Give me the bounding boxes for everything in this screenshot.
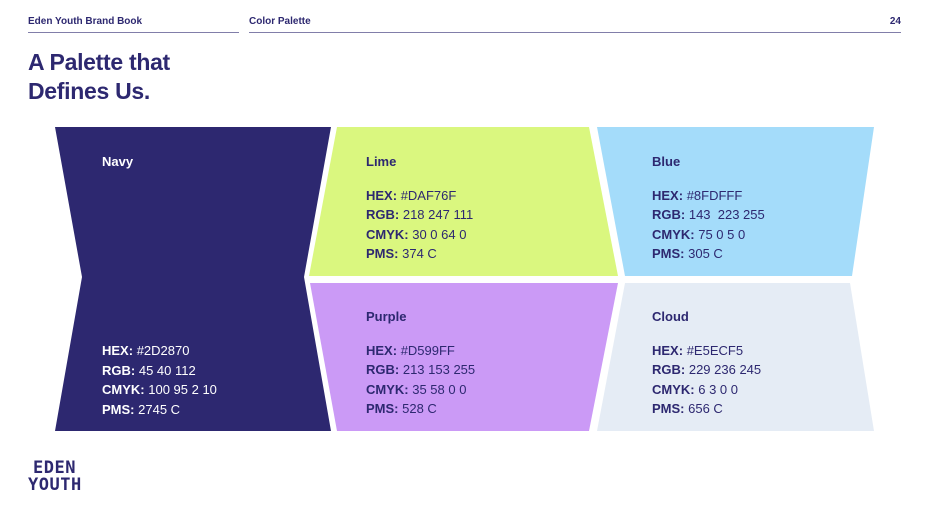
cmyk-row: CMYK: 35 58 0 0 <box>366 381 467 397</box>
logo-line-2: YOUTH <box>28 475 82 495</box>
color-name: Blue <box>652 154 681 169</box>
page-number: 24 <box>889 16 901 27</box>
logo-line-1: EDEN <box>33 458 76 478</box>
color-card-purple: Purple HEX: #D599FF RGB: 213 153 255 CMY… <box>366 307 475 419</box>
rgb-row: RGB: 229 236 245 <box>652 362 762 377</box>
cmyk-row: CMYK: 6 3 0 0 <box>652 381 738 397</box>
header-divider-left <box>28 32 239 33</box>
swatch-navy <box>55 127 331 431</box>
color-card-navy: Navy <box>102 152 133 186</box>
rgb-row: RGB: 45 40 112 <box>102 362 196 378</box>
pms-row: PMS: 528 C <box>366 401 437 416</box>
pms-row: PMS: 305 C <box>652 246 723 261</box>
pms-row: PMS: 374 C <box>366 246 437 261</box>
color-name: Cloud <box>652 309 689 324</box>
hex-row: HEX: #E5ECF5 <box>652 342 744 358</box>
color-card-cloud: Cloud HEX: #E5ECF5 RGB: 229 236 245 CMYK… <box>652 307 761 419</box>
cmyk-row: CMYK: 30 0 64 0 <box>366 226 467 242</box>
swatch-blue <box>597 127 874 276</box>
hex-row: HEX: #8FDFFF <box>652 187 743 203</box>
hex-row: HEX: #D599FF <box>366 342 455 358</box>
swatch-purple <box>310 283 618 431</box>
header-divider-right <box>249 32 901 33</box>
color-specs-navy: HEX: #2D2870 RGB: 45 40 112 CMYK: 100 95… <box>102 341 217 419</box>
pms-row: PMS: 2745 C <box>102 401 181 417</box>
swatch-lime <box>309 127 618 276</box>
color-card-lime: Lime HEX: #DAF76F RGB: 218 247 111 CMYK:… <box>366 152 473 264</box>
rgb-row: RGB: 218 247 111 <box>366 207 474 222</box>
swatch-cloud <box>597 283 874 431</box>
brand-book-title: Eden Youth Brand Book <box>28 16 143 27</box>
color-name: Lime <box>366 154 397 169</box>
page-title-line-2: Defines Us. <box>28 78 150 104</box>
cmyk-row: CMYK: 75 0 5 0 <box>652 226 746 242</box>
color-name: Navy <box>102 154 134 169</box>
color-card-blue: Blue HEX: #8FDFFF RGB: 143 223 255 CMYK:… <box>652 152 765 264</box>
section-title: Color Palette <box>249 16 311 27</box>
color-name: Purple <box>366 309 407 324</box>
pms-row: PMS: 656 C <box>652 401 723 416</box>
page-title: A Palette that Defines Us. <box>28 48 170 106</box>
page-title-line-1: A Palette that <box>28 49 170 75</box>
cmyk-row: CMYK: 100 95 2 10 <box>102 382 217 397</box>
rgb-row: RGB: 143 223 255 <box>652 207 765 222</box>
rgb-row: RGB: 213 153 255 <box>366 362 476 377</box>
eden-youth-logo: EDEN YOUTH <box>28 460 82 494</box>
hex-row: HEX: #2D2870 <box>102 343 190 358</box>
hex-row: HEX: #DAF76F <box>366 187 457 203</box>
